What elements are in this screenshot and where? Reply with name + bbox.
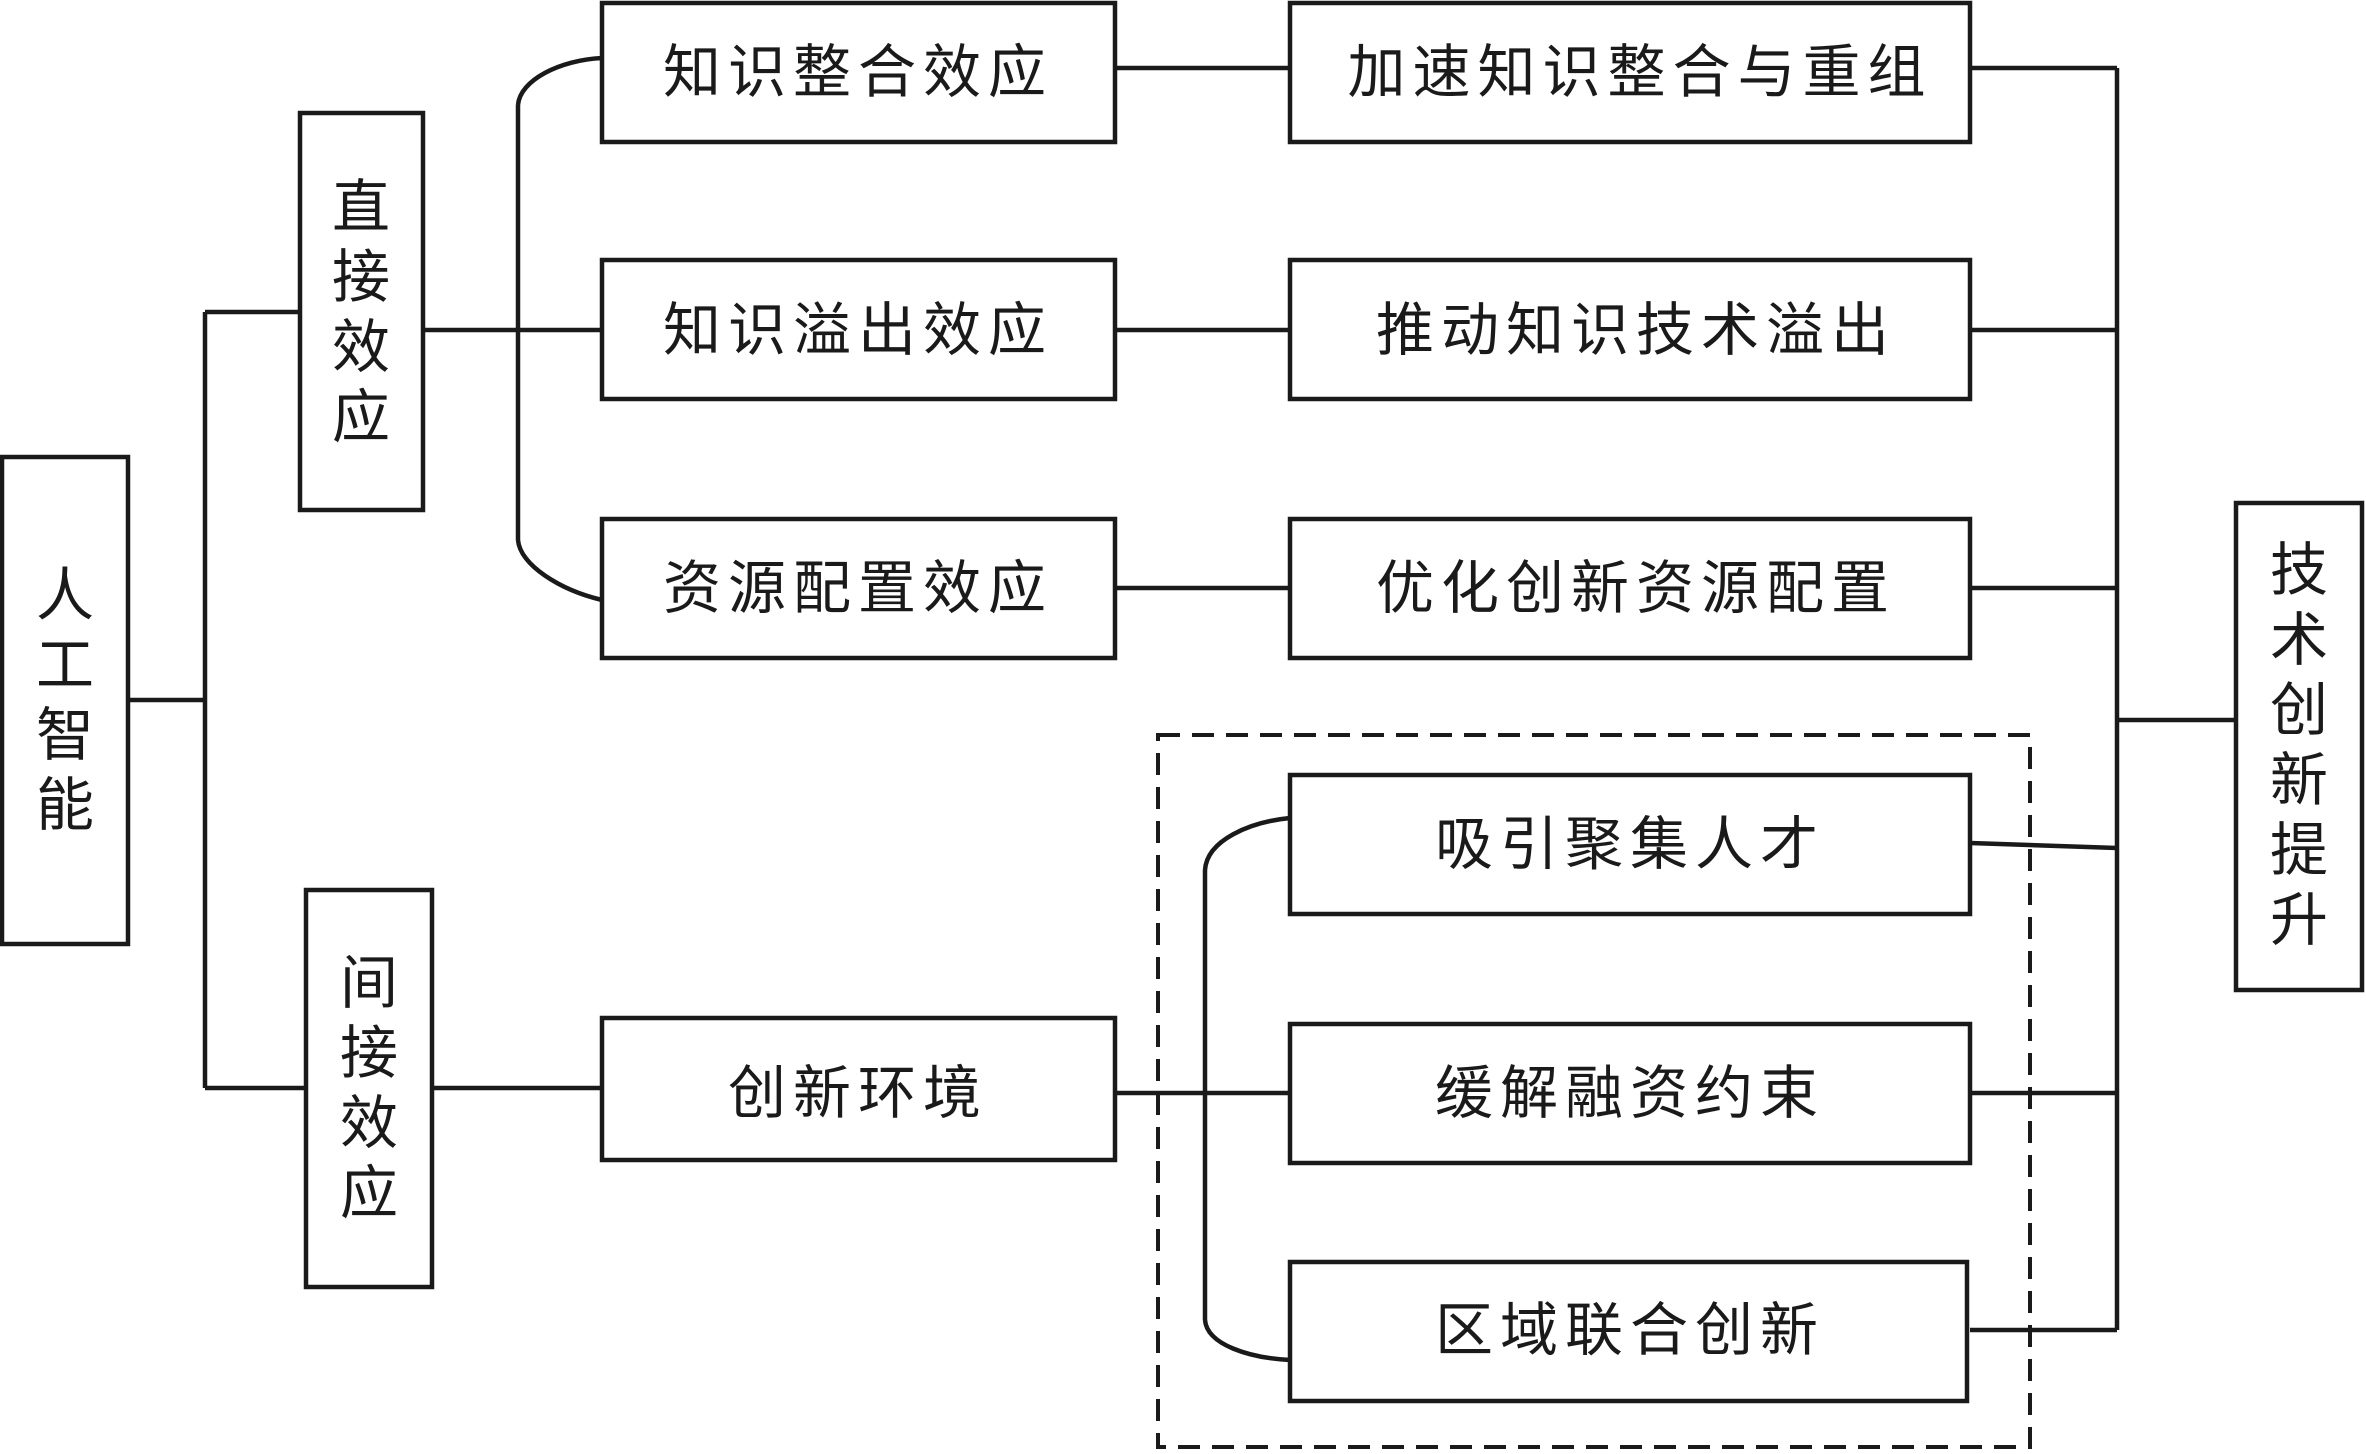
channel-label: 吸引聚集人才 xyxy=(1435,810,1825,878)
mediator-label: 创新环境 xyxy=(728,1059,988,1127)
effect-node-resource-allocation: 资源配置效应 xyxy=(599,516,1118,661)
root-node: 人工智能 xyxy=(0,454,131,947)
indirect-effect-label: 间接效应 xyxy=(340,949,398,1227)
direct-effect-label: 直接效应 xyxy=(332,173,390,451)
result-label: 加速知识整合与重组 xyxy=(1347,38,1932,106)
effect-label: 资源配置效应 xyxy=(663,554,1053,622)
result-node-allocation: 优化创新资源配置 xyxy=(1287,516,1973,661)
mediator-node: 创新环境 xyxy=(599,1015,1118,1163)
direct-effect-node: 直接效应 xyxy=(297,110,426,513)
connectors xyxy=(128,55,2236,1363)
result-label: 优化创新资源配置 xyxy=(1376,554,1896,622)
outcome-label: 技术创新提升 xyxy=(2270,536,2328,954)
indirect-effect-node: 间接效应 xyxy=(303,887,435,1290)
effect-node-knowledge-integration: 知识整合效应 xyxy=(599,0,1118,145)
result-label: 推动知识技术溢出 xyxy=(1376,296,1896,364)
channel-node-regional: 区域联合创新 xyxy=(1287,1259,1970,1404)
channel-label: 缓解融资约束 xyxy=(1435,1059,1825,1127)
effect-label: 知识整合效应 xyxy=(663,38,1053,106)
result-node-spillover: 推动知识技术溢出 xyxy=(1287,257,1973,402)
result-node-integration: 加速知识整合与重组 xyxy=(1287,0,1973,145)
effect-node-knowledge-spillover: 知识溢出效应 xyxy=(599,257,1118,402)
effect-label: 知识溢出效应 xyxy=(663,296,1053,364)
outcome-node: 技术创新提升 xyxy=(2233,500,2365,993)
channel-node-financing: 缓解融资约束 xyxy=(1287,1021,1973,1166)
channel-label: 区域联合创新 xyxy=(1435,1296,1825,1364)
root-label: 人工智能 xyxy=(36,561,94,839)
channel-node-talent: 吸引聚集人才 xyxy=(1287,772,1973,917)
